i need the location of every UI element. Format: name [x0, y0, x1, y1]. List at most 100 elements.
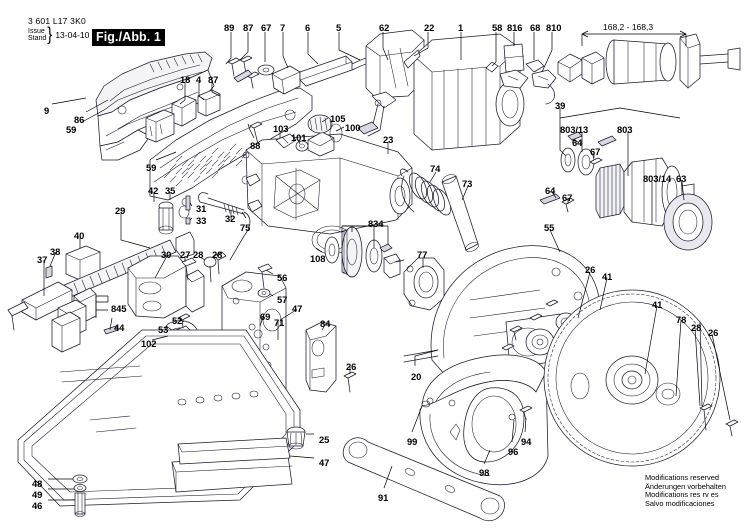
fastener-group-top-left [227, 51, 411, 95]
spindle-assembly-top-right [557, 30, 741, 89]
callout-26: 26 [346, 361, 357, 372]
callout-103: 103 [273, 123, 289, 134]
callout-22: 22 [424, 22, 435, 33]
callout-23: 23 [383, 134, 394, 145]
issue-label: Issue [28, 27, 45, 35]
lower-guard-98 [419, 354, 549, 486]
footer-note-fr: Modifications res rv es [645, 490, 719, 500]
callout-7: 7 [280, 22, 286, 33]
callout-47: 47 [319, 457, 330, 468]
callout-77: 77 [417, 249, 428, 260]
stand-label: Stand [28, 35, 47, 43]
callout-64: 64 [545, 185, 556, 196]
link-arm-91 [342, 437, 505, 522]
callout-88: 88 [250, 140, 261, 151]
callout-62: 62 [379, 22, 390, 33]
part-number: 3 601 L17 3K0 [28, 16, 86, 26]
callout-803-13: 803/13 [560, 124, 589, 135]
callout-35: 35 [165, 185, 176, 196]
footer-note-en: Modifications reserved [645, 473, 719, 482]
callout-41: 41 [652, 299, 663, 310]
callout-810: 810 [546, 22, 562, 33]
callout-84: 84 [320, 318, 331, 329]
figure-label: Fig./Abb. 1 [92, 29, 165, 46]
gear-housing-23 [245, 131, 413, 255]
callout-98: 98 [479, 467, 490, 478]
callout-75: 75 [240, 222, 251, 233]
callout-29: 29 [115, 205, 126, 216]
callout-89: 89 [224, 22, 235, 33]
footer-note-es: Salvo modificaciones [645, 498, 715, 508]
gear-stack-834 [324, 226, 405, 279]
callout-105: 105 [330, 113, 346, 124]
callout-31: 31 [196, 203, 207, 214]
callout-28: 28 [691, 322, 702, 333]
bracket-plate-30 [127, 251, 227, 319]
callout-27: 27 [180, 249, 191, 260]
base-plate [17, 329, 306, 517]
callout-26: 26 [708, 327, 719, 338]
callout-5: 5 [336, 22, 342, 33]
callout-30: 30 [161, 249, 172, 260]
callout-73: 73 [462, 178, 473, 189]
callout-18: 18 [180, 74, 191, 85]
callout-25: 25 [319, 434, 330, 445]
callout-68: 68 [530, 22, 541, 33]
callout-816: 816 [507, 22, 523, 33]
callout-69: 69 [260, 311, 271, 322]
brace-glyph: } [47, 24, 53, 46]
callout-101: 101 [291, 132, 307, 143]
callout-67: 67 [590, 146, 601, 157]
callout-96: 96 [508, 446, 519, 457]
issue-stand-labels: Issue Stand [28, 28, 46, 43]
callout-6: 6 [305, 22, 311, 33]
footer-notes: Modifications reserved Änderungen vorbeh… [645, 473, 726, 508]
armature-assembly [539, 107, 713, 251]
callout-87: 87 [208, 74, 219, 85]
callout-67: 67 [562, 192, 573, 203]
callout-9: 9 [44, 105, 50, 116]
footer-note-de: Änderungen vorbehalten [645, 481, 726, 491]
callout-102: 102 [141, 338, 157, 349]
flange-77 [403, 257, 445, 311]
callout-53: 53 [158, 324, 169, 335]
callout-1: 1 [458, 22, 464, 33]
issue-row: Issue Stand } 13-04-10 [28, 24, 90, 46]
callout-58: 58 [492, 22, 503, 33]
callout-41: 41 [602, 271, 613, 282]
callout-57: 57 [277, 294, 288, 305]
callout-803: 803 [617, 124, 633, 135]
callout-39: 39 [555, 100, 566, 111]
callout-108: 108 [310, 253, 326, 264]
callout-67: 67 [261, 22, 272, 33]
callout-64: 64 [572, 137, 583, 148]
callout-803-14: 803/14 [643, 173, 672, 184]
callout-32: 32 [225, 213, 236, 224]
callout-55: 55 [544, 222, 555, 233]
pin-73 [441, 174, 479, 252]
leader-lines [43, 32, 731, 501]
plate-20-group [403, 299, 559, 363]
dimension-label-top-right: 168,2 - 168,3 [603, 22, 654, 32]
saw-blade-41 [543, 289, 739, 467]
callout-59: 59 [146, 162, 157, 173]
issue-date: 13-04-10 [55, 29, 90, 40]
callout-78: 78 [676, 314, 687, 325]
callout-63: 63 [676, 173, 687, 184]
motor-shroud-62 [357, 29, 425, 137]
callout-86: 86 [74, 114, 85, 125]
callout-834: 834 [368, 218, 384, 229]
callout-845: 845 [111, 303, 127, 314]
header-block: 3 601 L17 3K0 Issue Stand } 13-04-10 [28, 16, 90, 46]
callout-44: 44 [114, 322, 125, 333]
callout-33: 33 [196, 215, 207, 226]
callout-52: 52 [172, 315, 183, 326]
callout-91: 91 [378, 492, 389, 503]
link-plate-84 [305, 321, 357, 393]
callout-74: 74 [430, 163, 441, 174]
clamp-rod-29 [7, 192, 251, 353]
callout-4: 4 [196, 74, 202, 85]
callout-56: 56 [277, 272, 288, 283]
